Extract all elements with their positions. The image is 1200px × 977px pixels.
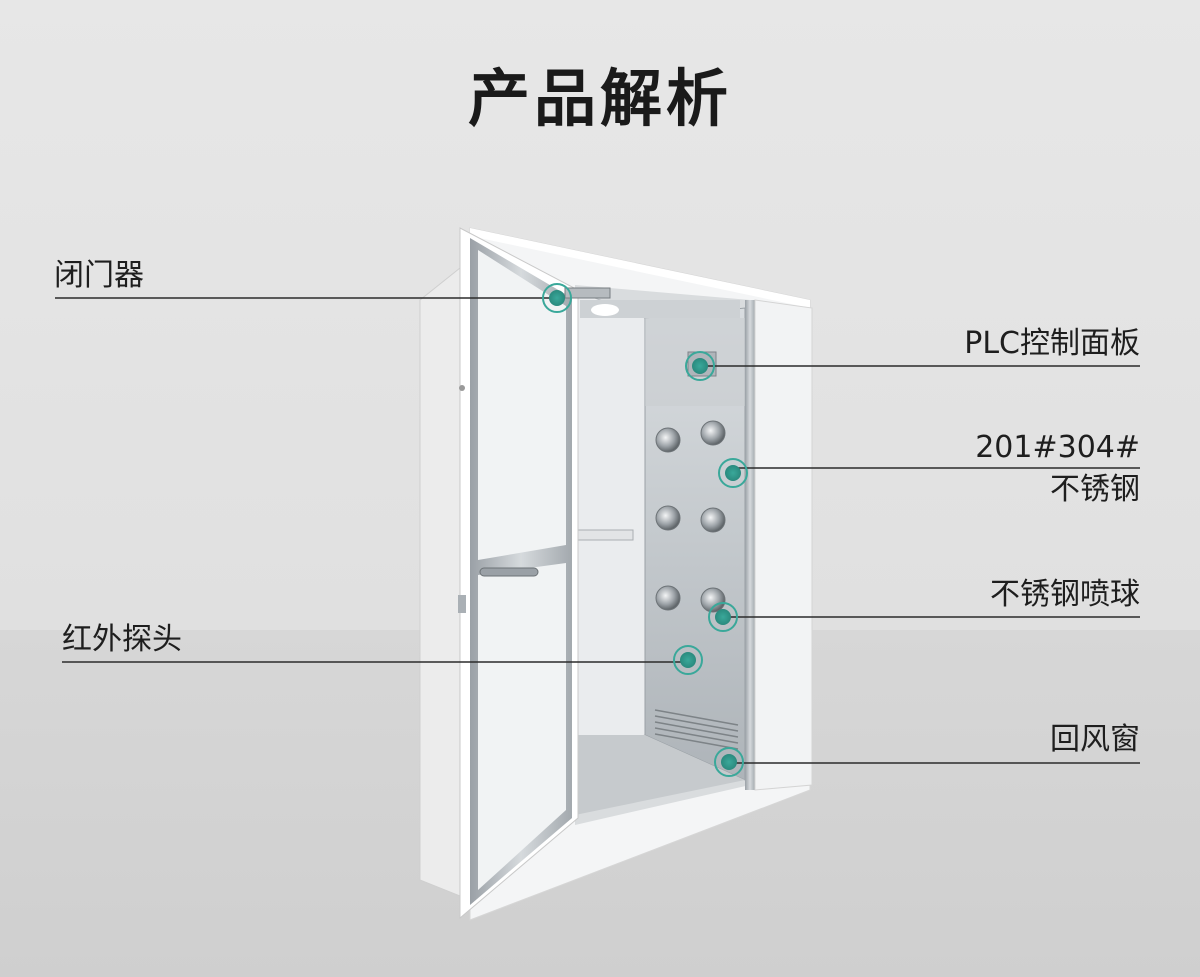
door-closer-marker — [542, 283, 572, 313]
stainless-steel-marker — [718, 458, 748, 488]
plc-panel-label: PLC控制面板 — [964, 326, 1140, 361]
door-closer-label: 闭门器 — [54, 258, 144, 293]
right-frame — [745, 299, 813, 791]
infrared-probe-label: 红外探头 — [62, 622, 182, 657]
nozzle-label: 不锈钢喷球 — [990, 577, 1140, 612]
return-vent-marker — [714, 747, 744, 777]
infrared-probe-marker — [673, 645, 703, 675]
steel-grade-label: 201#304# — [975, 430, 1140, 465]
return-vent-label: 回风窗 — [1050, 722, 1140, 757]
return-vent-grille — [654, 709, 739, 750]
nozzle — [655, 585, 681, 611]
leader-lines — [55, 297, 1140, 764]
nozzle — [700, 507, 726, 533]
nozzle — [700, 587, 726, 613]
nozzle — [700, 420, 726, 446]
nozzle — [655, 427, 681, 453]
callout-markers — [542, 283, 748, 777]
door-closer — [564, 287, 611, 299]
interior-chamber — [574, 285, 750, 825]
nozzle-array — [655, 420, 726, 613]
nozzle — [655, 505, 681, 531]
page-title: 产品解析 — [467, 62, 732, 135]
nozzle-marker — [708, 602, 738, 632]
plc-panel-marker — [685, 351, 715, 381]
open-door — [458, 227, 579, 920]
steel-name-label: 不锈钢 — [1050, 472, 1140, 507]
